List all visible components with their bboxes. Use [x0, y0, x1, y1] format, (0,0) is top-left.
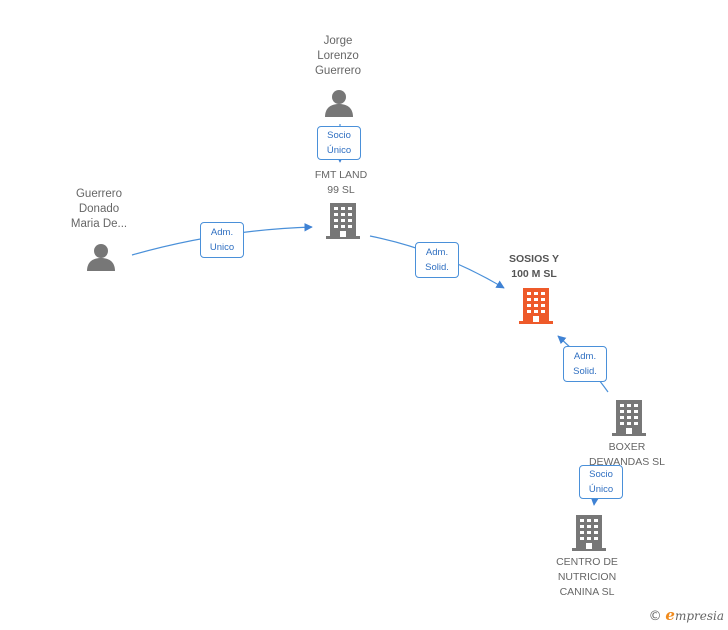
brand-logo-text: mpresia: [674, 609, 724, 623]
node-label-fmt[interactable]: FMT LAND 99 SL: [314, 169, 368, 196]
relation-badge-guerrero-fmt[interactable]: Adm. Unico: [200, 222, 244, 258]
building-icon-main[interactable]: [519, 288, 553, 324]
node-label-guerrero[interactable]: Guerrero Donado Maria De...: [70, 188, 128, 230]
node-label-jorge[interactable]: Jorge Lorenzo Guerrero: [314, 35, 362, 77]
building-icon[interactable]: [326, 203, 360, 239]
person-icon[interactable]: [86, 242, 116, 272]
relation-badge-jorge-fmt[interactable]: Socio Único: [317, 126, 361, 160]
building-icon[interactable]: [572, 515, 606, 551]
relation-badge-boxer-sosios[interactable]: Adm. Solid.: [563, 346, 607, 382]
node-label-sosios[interactable]: SOSIOS Y 100 M SL: [509, 253, 559, 280]
building-icon[interactable]: [612, 400, 646, 436]
copyright-symbol: ©: [648, 609, 662, 624]
relation-badge-fmt-sosios[interactable]: Adm. Solid.: [415, 242, 459, 278]
person-icon[interactable]: [324, 88, 354, 118]
relation-badge-boxer-centro[interactable]: Socio Único: [579, 465, 623, 499]
node-label-centro[interactable]: CENTRO DE NUTRICION CANINA SL: [556, 556, 618, 598]
brand-logo-initial: e: [665, 606, 675, 624]
empresia-watermark: © empresia: [649, 606, 724, 624]
